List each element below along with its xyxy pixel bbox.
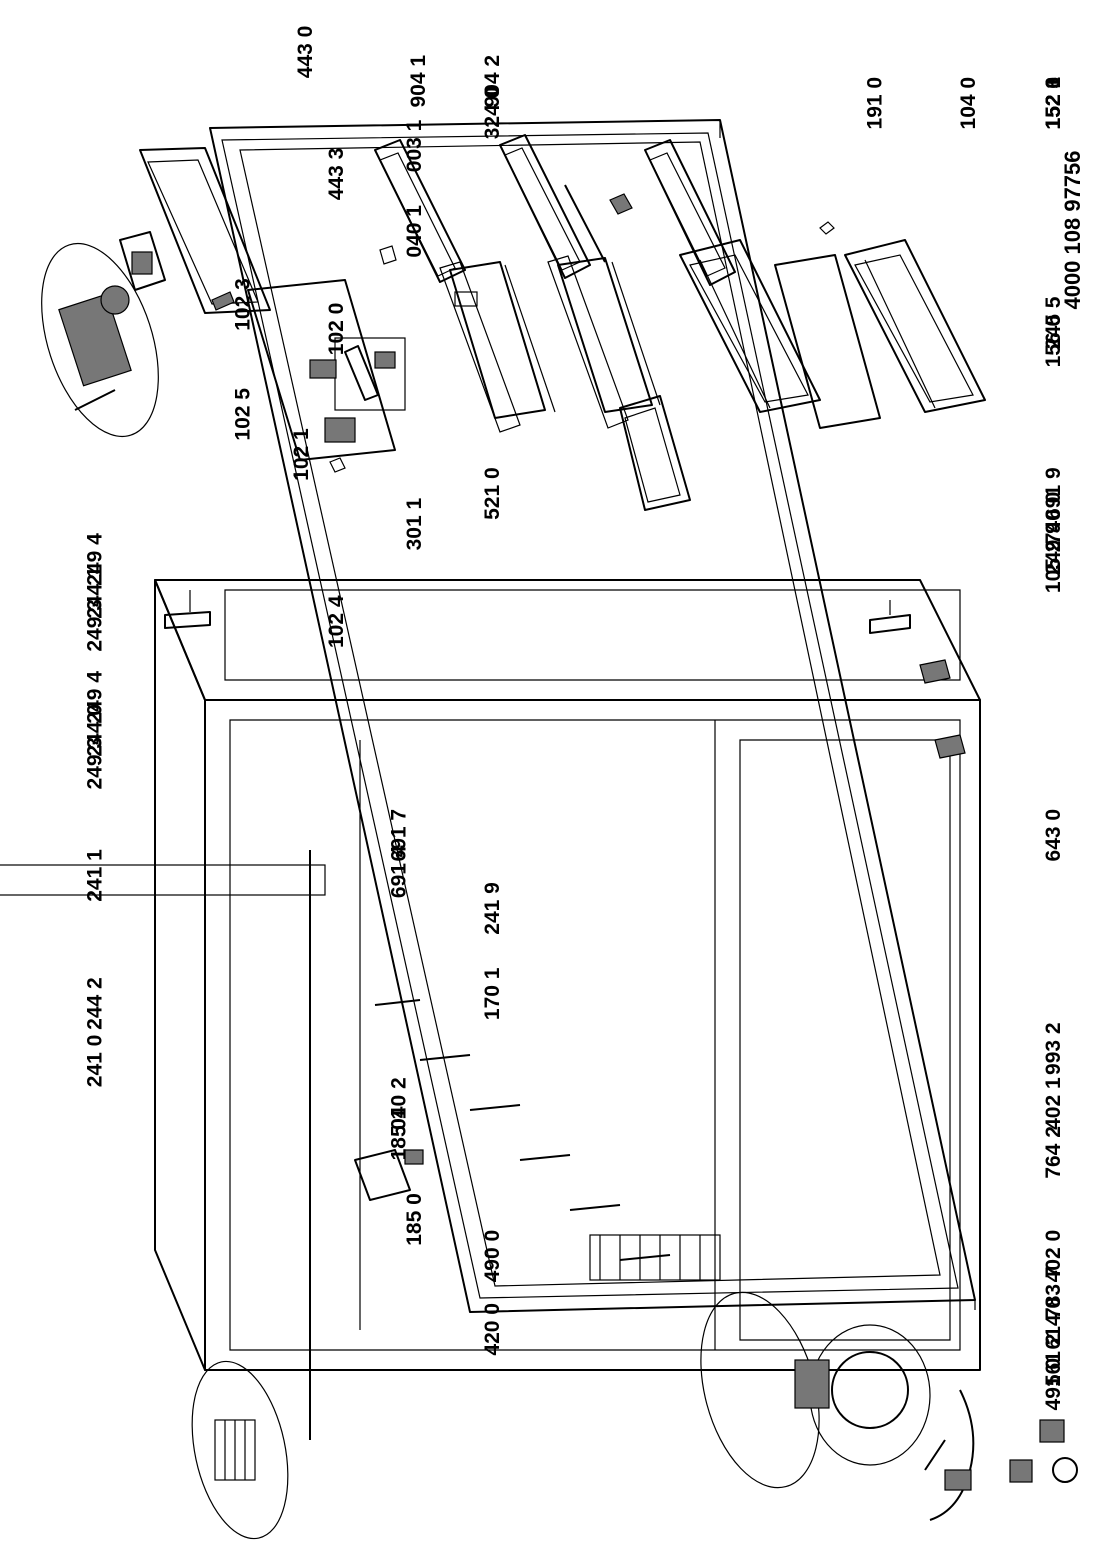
part-label-p783-7: 783 7 [1042,1266,1065,1319]
part-label-p691-4: 691 4 [388,845,411,898]
part-label-p102-5: 102 5 [232,388,255,441]
part-label-p249-4a: 249 4 [83,533,106,586]
door-assembly [209,119,976,1313]
part-label-p156-0: 156 0 [1042,315,1065,368]
bottom-foot-right [919,659,951,684]
document-number: 4000 108 97756 [1060,150,1085,309]
part-label-p152-6: 152 6 [1042,77,1065,130]
fan-cover-plate [119,231,166,291]
part-label-p241-0: 241 0 [83,1035,106,1088]
part-label-p561-2: 561 2 [1042,1334,1065,1387]
part-label-p491-0: 491 0 [1042,1358,1065,1411]
part-label-p402-0: 402 0 [1042,1230,1065,1283]
door-shelf-lower [644,139,736,286]
part-label-p249-4b: 249 4 [83,671,106,724]
bottom-hinge [869,600,911,634]
part-label-p249-3b: 249 3 [83,737,106,790]
part-label-p614-0: 614 0 [1042,1297,1065,1350]
bottom-components [924,1389,1078,1521]
door-shelf-upper [374,139,466,283]
part-label-p152-3: 152 3 [1042,77,1065,130]
top-hinge [164,590,211,629]
part-label-p764-2: 764 2 [1042,1126,1065,1179]
part-label-p244-2: 244 2 [83,977,106,1030]
part-label-p443-0: 443 0 [294,26,317,79]
compressor [794,1324,931,1466]
top-shelf-panel [247,279,396,473]
glass-shelf-upper [439,261,556,433]
part-label-p244-1: 244 1 [83,566,106,619]
evaporator-grid [589,1234,721,1281]
part-label-p490-0: 490 0 [481,1230,504,1283]
fan-grille [191,1360,289,1540]
glass-shelf-lower [547,255,661,429]
part-label-p420-0: 420 0 [481,1303,504,1356]
part-label-p152-0: 152 0 [1042,77,1065,130]
part-label-p521-0: 521 0 [481,467,504,520]
part-label-p102-3: 102 3 [232,278,255,331]
part-label-p102-1: 102 1 [290,428,313,481]
condenser-coil [0,850,326,1440]
part-label-p102-0: 102 0 [325,303,348,356]
thermostat-housing [354,1149,424,1201]
shelf-divider [619,395,691,511]
cabinet-body [154,579,981,1371]
part-label-p003-1: 003 1 [403,119,426,172]
part-label-p904-1: 904 1 [407,55,430,108]
part-label-p185-0: 185 0 [403,1193,426,1246]
part-label-p740-0: 740 0 [1042,492,1065,545]
crisper-drawer-upper [679,239,821,413]
bottom-foot-front [934,734,966,759]
door-lock-tab [454,291,478,307]
door-top-cap [139,147,271,314]
part-label-p102-4: 102 4 [325,595,348,648]
part-label-p040-1: 040 1 [403,205,426,258]
part-label-p191-0: 191 0 [863,77,886,130]
part-label-p152-1: 152 1 [1042,77,1065,130]
crisper-drawer-lower [844,239,986,413]
part-label-p241-1: 241 1 [83,849,106,902]
shelf-clip-right [379,245,397,265]
part-label-p443-3: 443 3 [325,148,348,201]
door-egg-tray [564,184,633,263]
part-label-p691-9: 691 9 [1042,467,1065,520]
crisper-glass-cover [774,254,881,429]
shelf-clip-left [211,291,235,311]
shelf-rails [374,999,671,1261]
part-label-p245-5: 245 5 [1042,296,1065,349]
part-labels: 904 2 904 1 324 0 003 1 040 1 521 0 301 1 691 7… [83,26,1065,1411]
part-label-p402-1: 402 1 [1042,1077,1065,1130]
part-label-p249-3a: 249 3 [83,599,106,652]
part-label-p040-2: 040 2 [388,1077,411,1130]
part-label-p301-1: 301 1 [403,498,426,551]
part-label-p324-0: 324 0 [481,87,504,140]
part-label-p244-0: 244 0 [83,704,106,757]
door-handle-mark [819,221,835,235]
part-label-p241-9: 241 9 [481,882,504,935]
part-label-p691-7: 691 7 [388,809,411,862]
part-label-p104-0: 104 0 [957,77,980,130]
part-label-p993-2: 993 2 [1042,1022,1065,1075]
cabinet-interior [229,719,961,1351]
fan-cover-group [41,242,159,438]
part-label-p185-1: 185 1 [388,1108,411,1161]
part-label-p904-2: 904 2 [481,55,504,108]
part-label-p643-0: 643 0 [1042,809,1065,862]
part-label-p249-9: 249 9 [1042,522,1065,575]
part-label-p170-1: 170 1 [481,967,504,1020]
part-label-p105-2: 105 2 [1042,541,1065,594]
